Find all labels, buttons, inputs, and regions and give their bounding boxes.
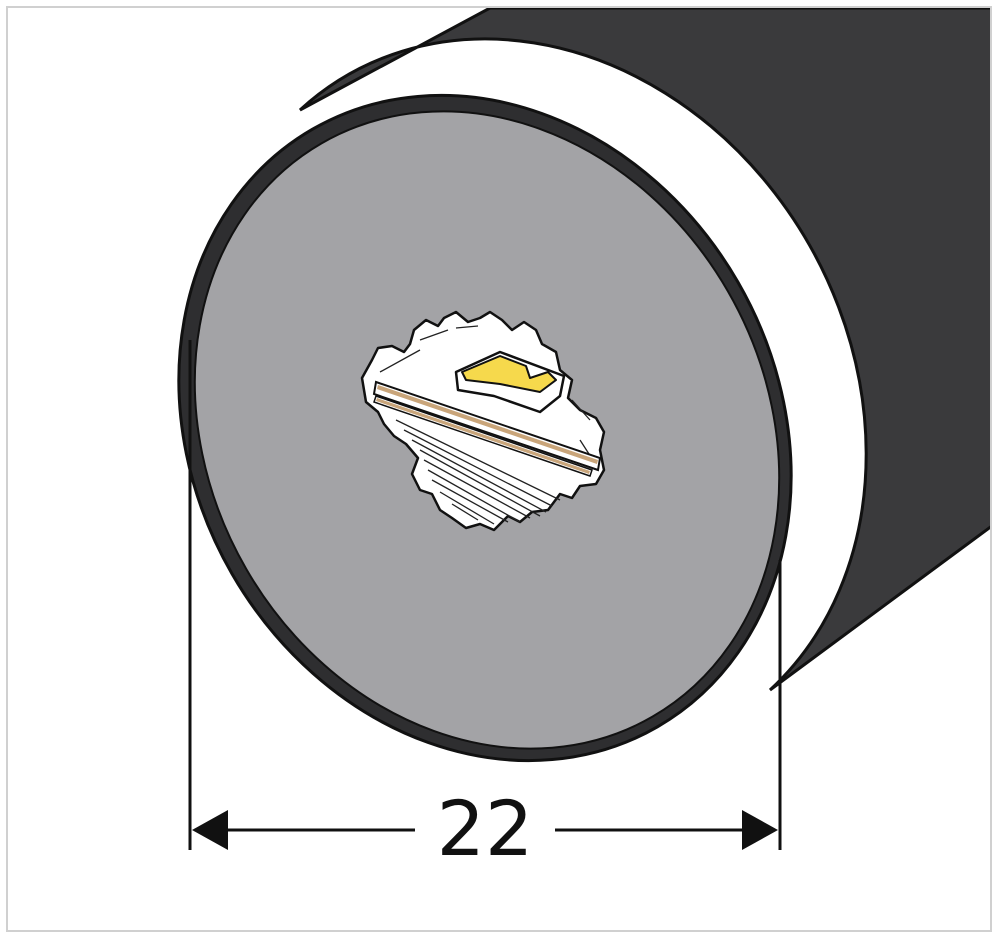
- profile-body: [298, 8, 990, 692]
- dimension-value: 22: [437, 784, 534, 873]
- arrowhead-left-icon: [192, 810, 228, 850]
- led-strip-cavity: [360, 310, 606, 532]
- dimension-annotation: 22: [188, 340, 782, 873]
- led-chip: [454, 350, 566, 414]
- arrowhead-right-icon: [742, 810, 778, 850]
